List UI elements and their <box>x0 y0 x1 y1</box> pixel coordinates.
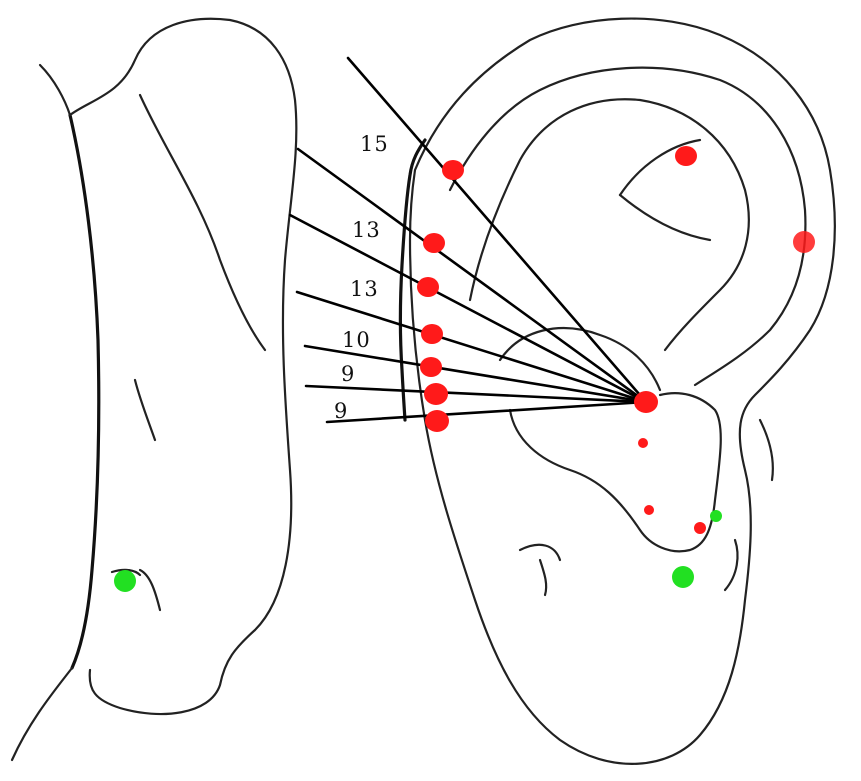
point-red-concha-2 <box>644 505 654 515</box>
point-red-origin <box>634 391 658 413</box>
label-4: 10 <box>342 328 371 352</box>
measurement-labels: 15 13 13 10 9 9 <box>334 132 389 423</box>
label-1: 15 <box>360 132 389 156</box>
point-red-contour-6 <box>424 383 448 405</box>
green-points <box>114 510 722 592</box>
point-green-lobe <box>672 566 694 588</box>
label-5: 9 <box>341 362 355 386</box>
label-2: 13 <box>352 218 381 242</box>
point-red-fossa <box>675 146 697 166</box>
point-green-cheek <box>114 570 136 592</box>
ear-outline <box>410 19 835 764</box>
point-green-tragus <box>710 510 722 522</box>
point-red-contour-3 <box>417 277 439 297</box>
point-red-contour-4 <box>421 324 443 344</box>
head-outline <box>12 19 296 760</box>
point-red-concha-3 <box>694 522 706 534</box>
point-red-helix <box>793 231 815 253</box>
label-6: 9 <box>334 399 348 423</box>
point-red-contour-1 <box>442 160 464 180</box>
label-3: 13 <box>350 277 379 301</box>
ray-1 <box>348 58 646 402</box>
point-red-contour-7 <box>425 410 449 432</box>
point-red-contour-2 <box>423 233 445 253</box>
red-points <box>417 146 815 534</box>
point-red-concha-1 <box>638 438 648 448</box>
ray-7 <box>327 402 646 422</box>
point-red-contour-5 <box>420 357 442 377</box>
